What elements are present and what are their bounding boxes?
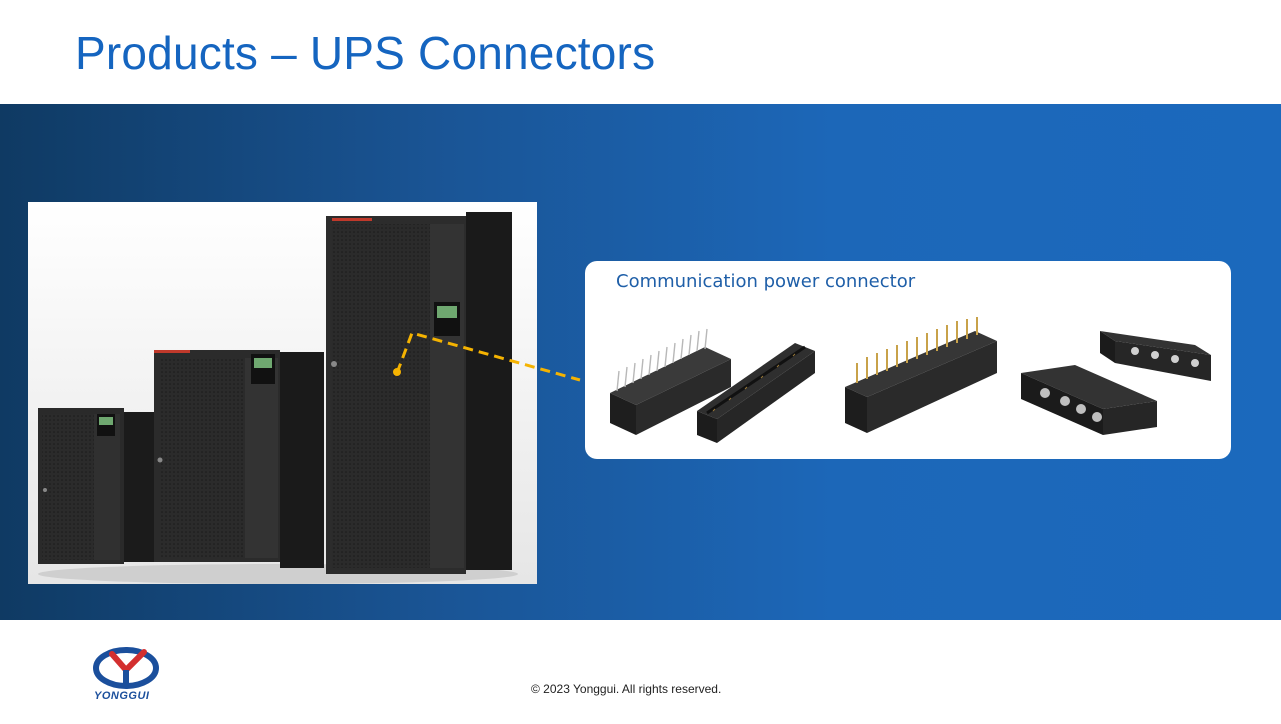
yonggui-logo-icon bbox=[93, 647, 159, 689]
callout-line bbox=[395, 331, 581, 382]
logo-text: YONGGUI bbox=[94, 690, 150, 702]
slide-title: Products – UPS Connectors bbox=[75, 27, 656, 79]
connector-card-edge bbox=[697, 343, 815, 443]
ups-cabinets-illustration bbox=[28, 202, 537, 584]
footer bbox=[0, 620, 1281, 724]
connector-pin-header bbox=[845, 317, 997, 433]
title-bar: Products – UPS Connectors bbox=[0, 0, 1281, 104]
card-title: Communication power connector bbox=[616, 271, 916, 292]
connector-images bbox=[610, 317, 1211, 443]
ups-medium-cabinet bbox=[154, 350, 324, 568]
connector-right-angle-header bbox=[610, 328, 731, 435]
connector-power-blades bbox=[1021, 331, 1211, 435]
ups-small-cabinet bbox=[38, 408, 154, 564]
ups-cabinets-image bbox=[28, 202, 537, 584]
connector-card: Communication power connector bbox=[585, 261, 1231, 459]
ups-tall-cabinet bbox=[326, 212, 512, 574]
copyright-text: © 2023 Yonggui. All rights reserved. bbox=[531, 682, 722, 696]
